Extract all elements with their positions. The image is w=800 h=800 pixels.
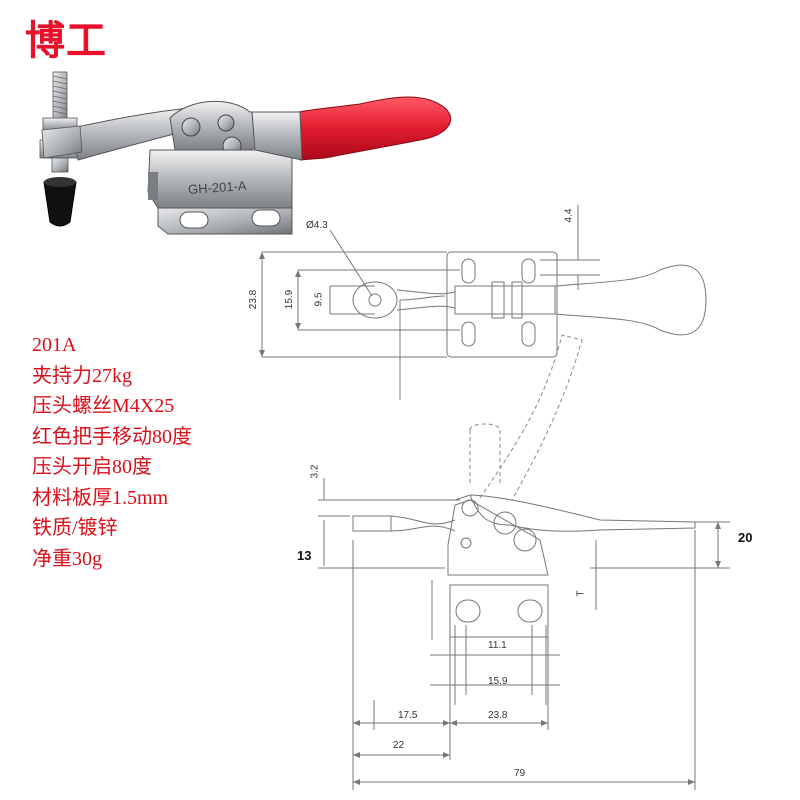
bottom-view-drawing [352, 530, 696, 790]
spec-screw: 压头螺丝M4X25 [32, 395, 175, 417]
dim-15-9-h: 15.9 [488, 676, 508, 687]
dim-11-1: 11.1 [488, 640, 507, 651]
dim-13: 13 [297, 548, 312, 563]
side-view-drawing [318, 478, 730, 610]
dim-23-8-v: 23.8 [248, 289, 260, 310]
dim-3-2: 3.2 [309, 464, 321, 479]
dim-4-4: 4.4 [563, 208, 575, 223]
spec-material: 铁质/镀锌 [32, 517, 118, 539]
open-handle-outline [469, 334, 583, 501]
dim-17-5: 17.5 [398, 710, 418, 721]
rubber-tip [43, 181, 77, 227]
spec-model: 201A [32, 334, 77, 356]
dimension-arrows [259, 252, 721, 785]
spec-head-open: 压头开启80度 [32, 456, 152, 478]
spec-list: 201A 夹持力27kg 压头螺丝M4X25 红色把手移动80度 压头开启80度… [32, 330, 192, 574]
clamp-base [147, 149, 293, 235]
red-handle [269, 96, 452, 161]
dim-t: T [575, 590, 587, 597]
dim-20: 20 [738, 530, 753, 545]
spec-clamping-force: 夹持力27kg [32, 364, 132, 387]
dim-15-9-v: 15.9 [284, 289, 296, 310]
dim-hole: Ø4.3 [306, 220, 328, 231]
top-view-drawing [261, 205, 707, 400]
dim-79: 79 [514, 768, 526, 779]
dim-9-5-v: 9.5 [313, 292, 325, 307]
spec-handle-travel: 红色把手移动80度 [32, 425, 192, 448]
dim-23-8-h: 23.8 [488, 710, 508, 721]
spec-weight: 净重30g [32, 547, 102, 570]
dim-22: 22 [393, 740, 405, 751]
brand-logo: 博工 [25, 17, 107, 64]
spec-thickness: 材料板厚1.5mm [32, 486, 169, 509]
